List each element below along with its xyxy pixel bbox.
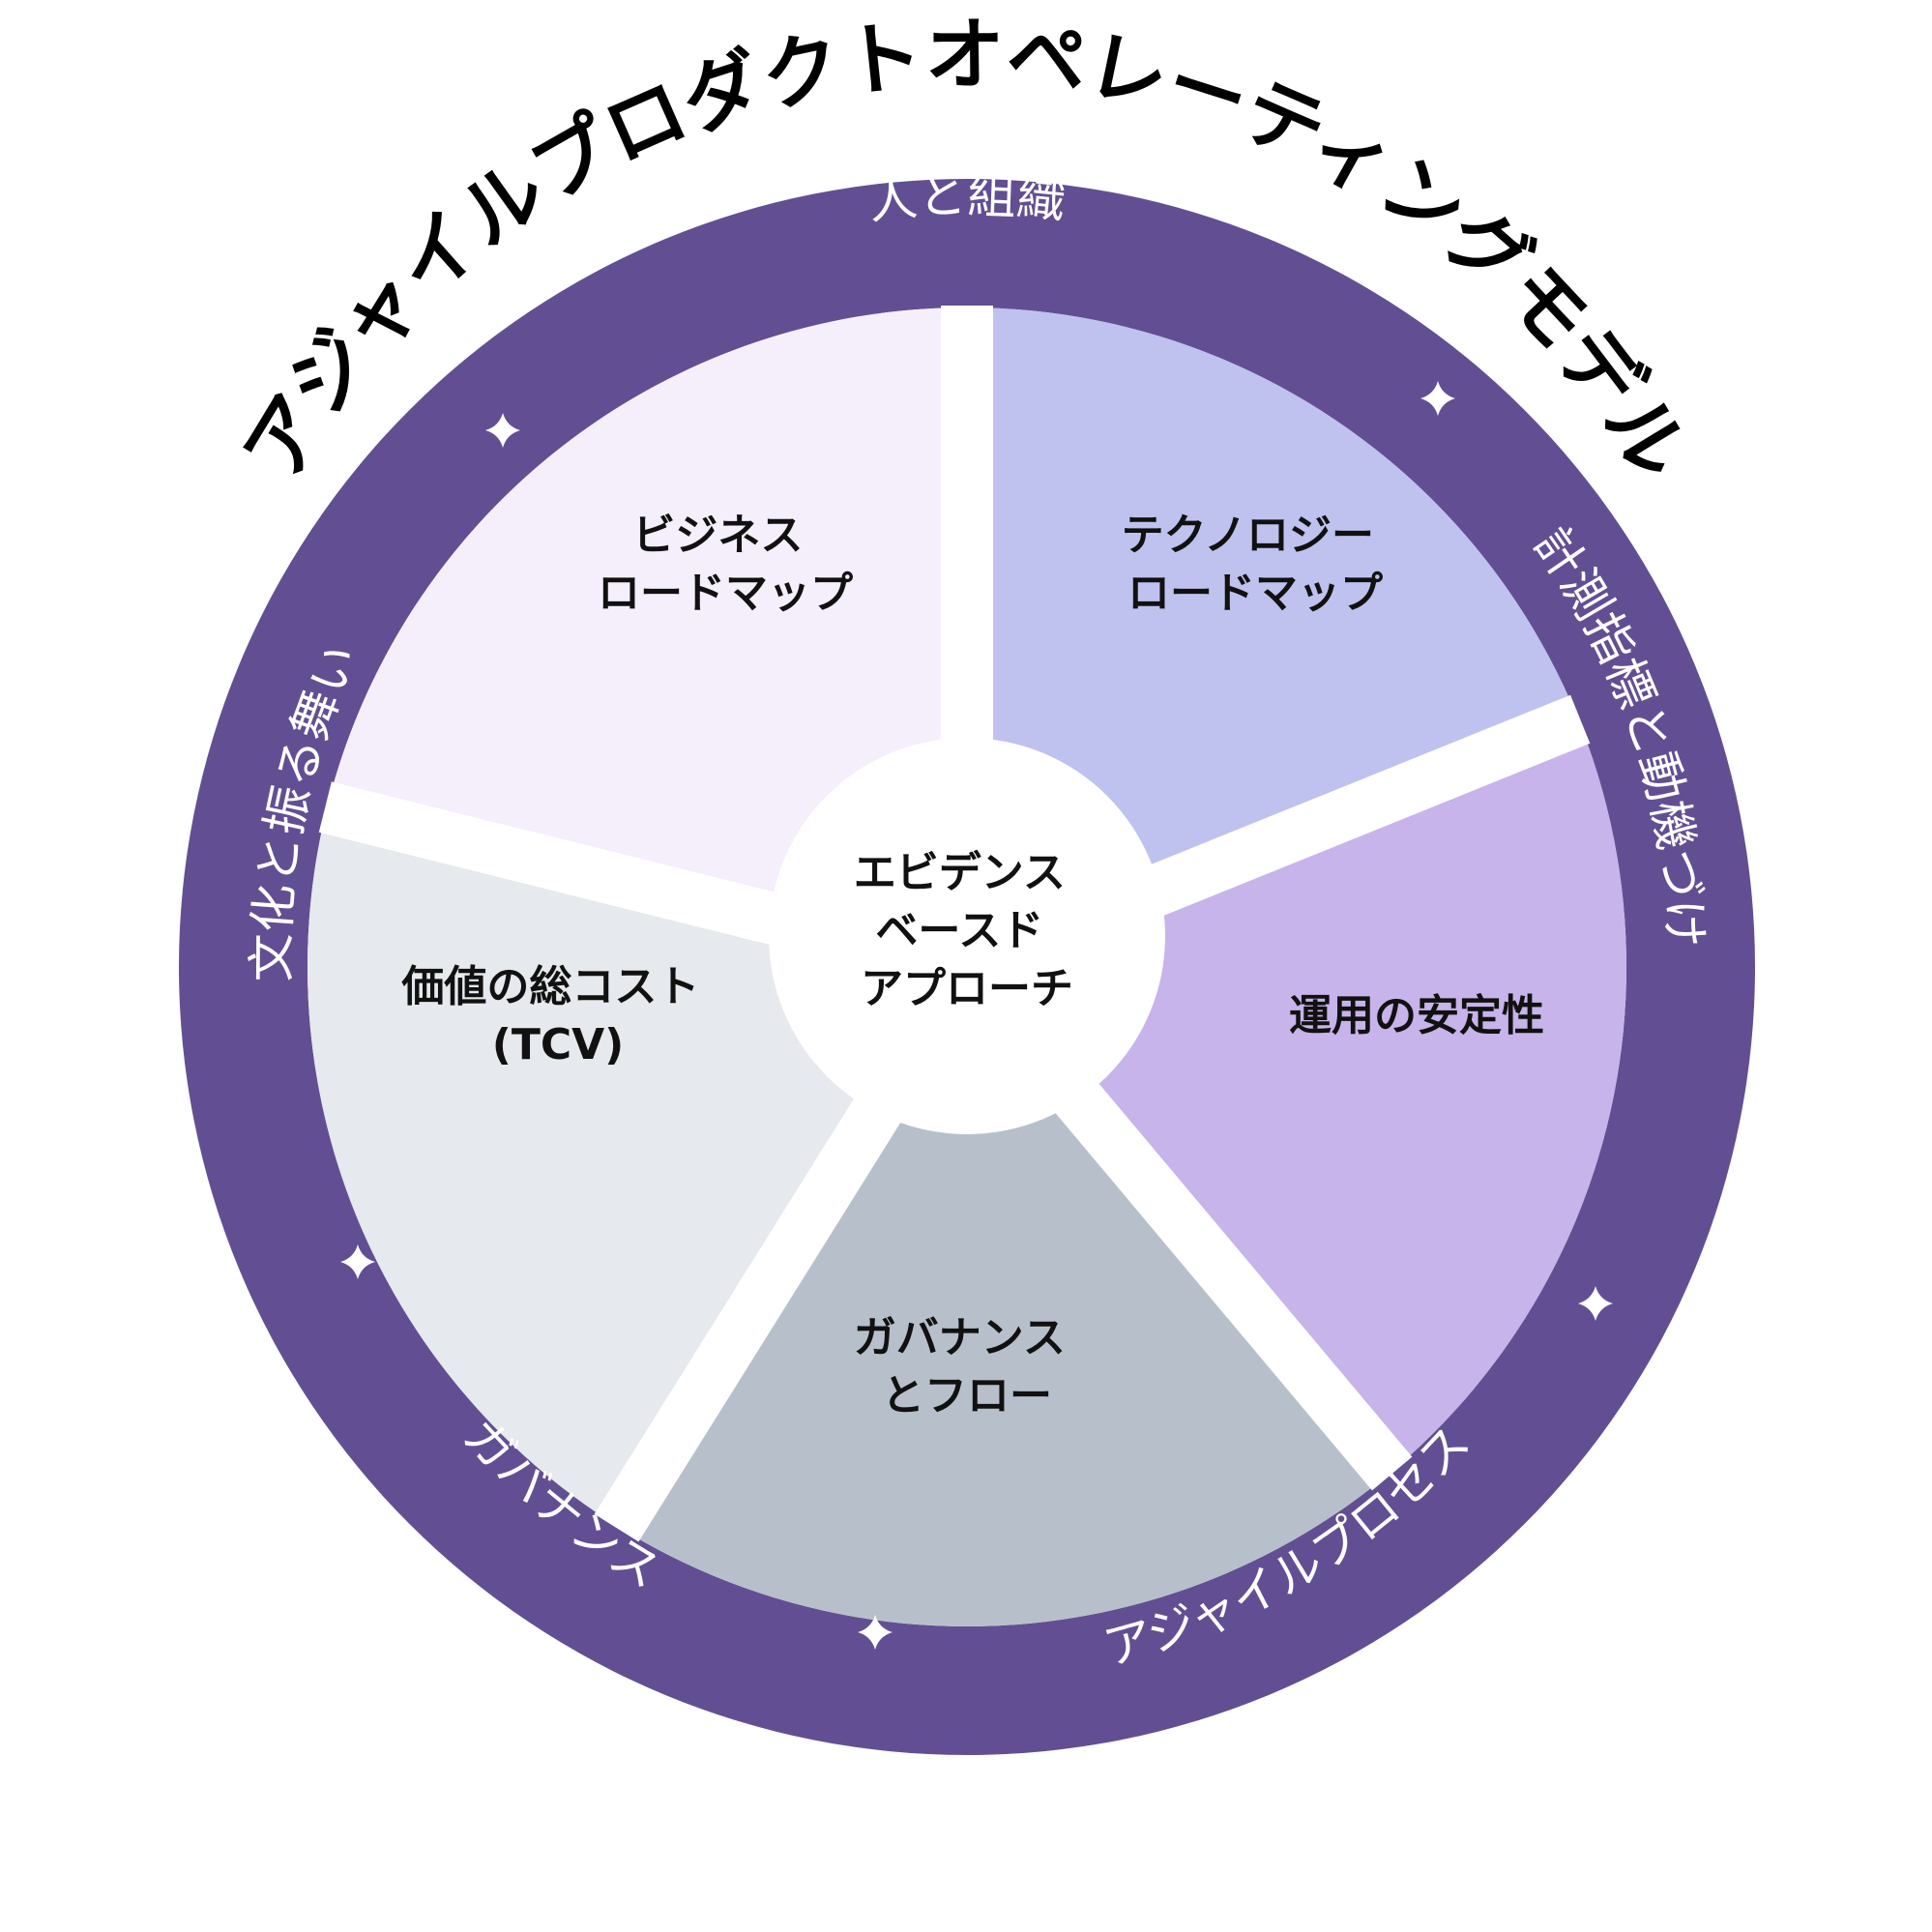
segment-label-technology-roadmap: テクノロジー ロードマップ xyxy=(1122,511,1390,618)
segment-label-business-roadmap: ビジネス ロードマップ xyxy=(598,511,853,618)
sparkle-icon xyxy=(1578,1286,1613,1321)
segment-label-operational-stability: 運用の安定性 xyxy=(1289,991,1544,1040)
center-label: エビデンス ベースド アプローチ xyxy=(854,848,1080,1013)
segment-business-roadmap[interactable] xyxy=(327,307,967,967)
sparkle-icon xyxy=(485,413,520,448)
sparkle-icon xyxy=(858,1615,893,1650)
sparkle-icon xyxy=(1420,381,1455,416)
segment-technology-roadmap[interactable] xyxy=(967,307,1579,967)
center-circle xyxy=(769,738,1165,1134)
segment-label-tcv: 価値の総コスト (TCV) xyxy=(400,962,714,1069)
segment-label-governance-flow: ガバナンス とフロー xyxy=(854,1313,1080,1420)
segment-governance-flow[interactable] xyxy=(617,967,1391,1626)
sparkle-icon xyxy=(340,1244,375,1279)
sparkles xyxy=(340,381,1613,1650)
